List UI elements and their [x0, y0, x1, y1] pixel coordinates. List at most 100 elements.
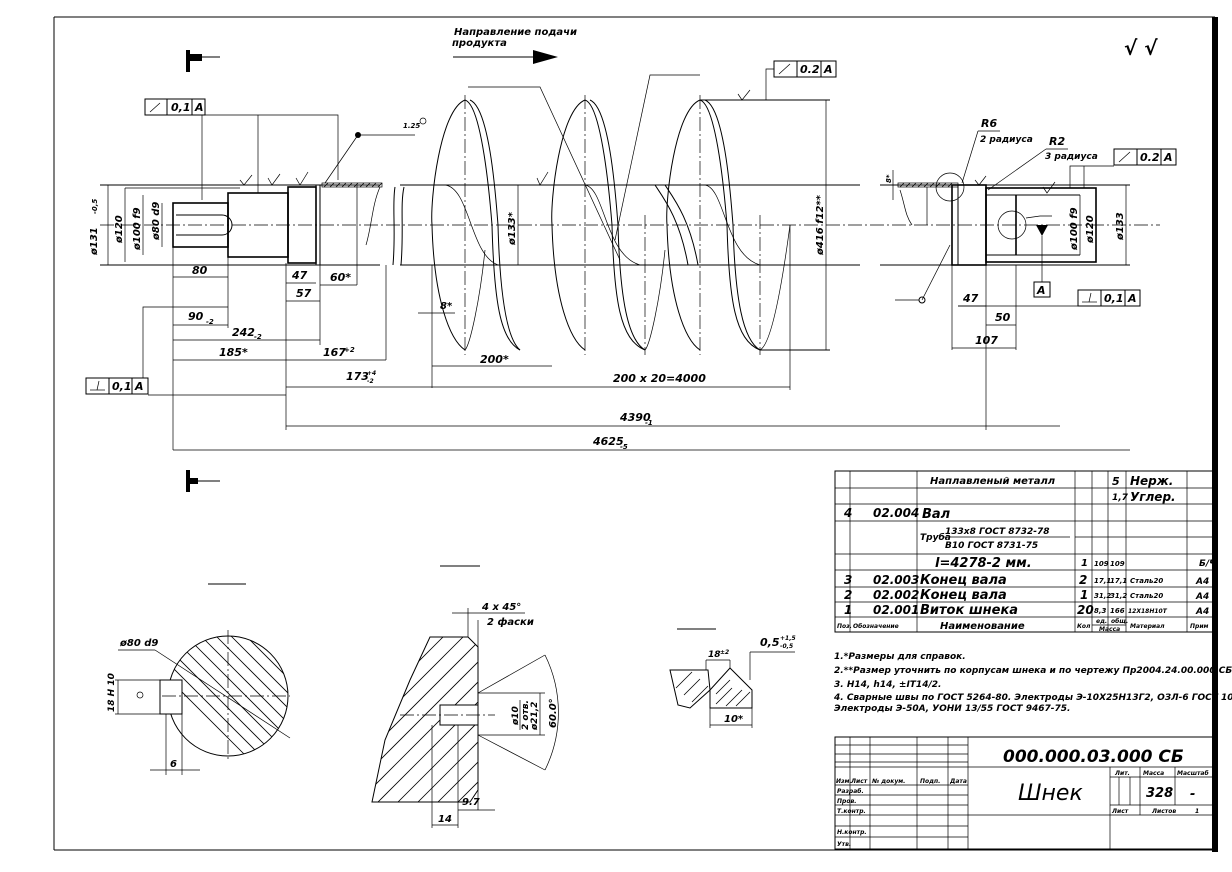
note-2: 2.**Размер уточнить по корпусам шнека и … — [834, 666, 1232, 676]
drawing-label: Дата — [949, 778, 967, 785]
drawing-label: 6 — [170, 759, 177, 770]
technical-notes: 1.*Размеры для справок. 2.**Размер уточн… — [833, 652, 1232, 714]
weld-symbol-right — [895, 244, 951, 304]
runout-arrow-icon — [1118, 151, 1131, 163]
drawing-label: Лист — [1111, 808, 1129, 815]
note-4b: Электроды Э-50А, УОНИ 13/55 ГОСТ 9467-75… — [834, 704, 1070, 714]
radius-note-r6: R6 2 радиуса — [961, 117, 1033, 184]
drawing-label: 1 — [844, 603, 852, 617]
drawing-label: 200* — [480, 353, 509, 366]
drawing-label: 57 — [296, 287, 312, 300]
mass-value: 328 — [1146, 786, 1173, 801]
datum-box — [1033, 281, 1051, 298]
drawing-label: Сталь20 — [1130, 577, 1163, 585]
drawing-frame — [53, 16, 1218, 852]
drawing-label: 9.7 — [462, 797, 480, 808]
drawing-label: ø120 — [114, 215, 125, 244]
drawing-label: Разраб. — [837, 788, 864, 795]
linear-dimensions: 80 47 60* 57 90 -2 242 -2 185* 167 +2 17… — [172, 247, 1130, 451]
drawing-label: 18 H 10 — [107, 673, 117, 712]
note-3: 3. H14, h14, ±IT14/2. — [834, 680, 941, 690]
screw-flight — [431, 95, 521, 355]
drawing-label: A — [1127, 292, 1137, 305]
drawing-label: 1,7 — [1112, 493, 1129, 503]
runout-arrow-icon — [149, 102, 161, 113]
drawing-label: Утв. — [837, 841, 851, 848]
drawing-label: 2 радиуса — [980, 135, 1033, 145]
drawing-label: Н.контр. — [837, 829, 867, 836]
drawing-label: ø120 — [1085, 215, 1096, 244]
drawing-label: 0,5 — [760, 636, 780, 649]
drawing-label: A — [1163, 151, 1173, 164]
diameter-dimensions: ø131 -0,5 ø120 ø100 f9 ø80 d9 ø133* ø416… — [89, 100, 1127, 350]
drawing-label: 12Х18Н10Т — [1128, 608, 1168, 615]
drawing-label: Масса — [1143, 770, 1164, 777]
drawing-label: В10 ГОСТ 8731-75 — [945, 541, 1038, 551]
drawing-label: 80 — [192, 264, 208, 277]
drawing-label: А4 — [1195, 592, 1209, 602]
drawing-label: ø21,2 — [530, 702, 540, 731]
drawing-label: ø133 — [1115, 212, 1126, 241]
tolerance-frame-top-runout: 0.2 A — [765, 60, 837, 100]
drawing-label: А4 — [1195, 577, 1209, 587]
drawing-label: -1 — [645, 419, 653, 427]
tolerance-frame-right-runout: 0.2 A — [1069, 148, 1177, 188]
feed-direction-annotation: Направление подачи продукта — [452, 27, 577, 64]
drawing-label: Вал — [922, 507, 951, 522]
drawing-label: ø80 d9 — [151, 202, 162, 241]
drawing-label: 14 — [438, 814, 452, 825]
drawing-label: 0,1 — [1104, 292, 1124, 305]
drawing-label: 2 — [844, 588, 852, 602]
drawing-label: Листов — [1151, 808, 1176, 815]
drawing-label: Кол — [1077, 623, 1091, 630]
drawing-label: 0.2 — [800, 63, 820, 76]
drawing-label: 90 — [188, 310, 204, 323]
drawing-label: 107 — [975, 334, 998, 347]
part-name: Шнек — [1018, 781, 1083, 806]
drawing-label: 133x8 ГОСТ 8732-78 — [945, 527, 1050, 537]
feed-direction-label-1: Направление подачи — [454, 27, 577, 38]
drawing-label: A — [194, 101, 204, 114]
drawing-label: ø100 f9 — [1069, 207, 1080, 251]
roughness-marks — [239, 89, 1056, 194]
drawing-label: 242 — [232, 326, 255, 339]
drawing-label: Лист — [850, 778, 868, 785]
drawing-label: 3 — [844, 573, 852, 587]
drawing-label: ø133* — [507, 211, 518, 246]
drawing-label: ø10 — [511, 706, 521, 726]
drawing-label: +4 — [367, 370, 376, 377]
weld-symbol-left: 1.25 — [324, 117, 427, 184]
drawing-label: 0,1 — [171, 101, 191, 114]
drawing-label: 8,3 — [1094, 607, 1107, 615]
drawing-label: 2 отв. — [521, 700, 531, 730]
drawing-label: общ. — [1111, 618, 1128, 625]
drawing-label: Материал — [1130, 623, 1165, 630]
tolerance-frame-right-perpendicularity: 0,1 A — [958, 289, 1141, 307]
section-view-weld: 18 ±2 0,5 +1,5 -0,5 10* — [669, 628, 796, 728]
drawing-label: Наплавленый металл — [930, 476, 1056, 487]
drawing-label: 18 — [708, 650, 721, 660]
drawing-label: ед. — [1096, 618, 1107, 625]
drawing-label: 50 — [995, 311, 1011, 324]
tolerance-frame-left-perpendicularity: 0,1 A — [85, 306, 286, 396]
drawing-label: -2 — [367, 378, 374, 385]
section-marker-bottom — [186, 470, 220, 492]
radius-note-r2: R2 3 радиуса — [987, 135, 1098, 191]
drawing-label: 4 — [843, 506, 852, 520]
drawing-label: 02.002 — [873, 588, 919, 602]
runout-arrow-icon — [778, 63, 791, 75]
drawing-label: 8* — [440, 301, 453, 312]
drawing-label: 31,2 — [1094, 592, 1111, 600]
drawing-label: 109 — [1110, 560, 1125, 568]
roughness-symbol-general: √ √ — [1124, 36, 1158, 60]
drawing-label: А4 — [1195, 607, 1209, 617]
title-block: 000.000.03.000 СБ Шнек Лит. Масса Масшта… — [834, 736, 1216, 850]
drawing-label: 4625 — [592, 435, 624, 448]
drawing-label: Б/Ч — [1199, 559, 1217, 569]
drawing-label: ø416 f12** — [815, 194, 826, 256]
drawing-label: 167 — [323, 346, 346, 359]
drawing-label: ø100 f9 — [132, 207, 143, 251]
drawing-label: Конец вала — [920, 573, 1007, 588]
drawing-label: Прим — [1190, 623, 1209, 630]
